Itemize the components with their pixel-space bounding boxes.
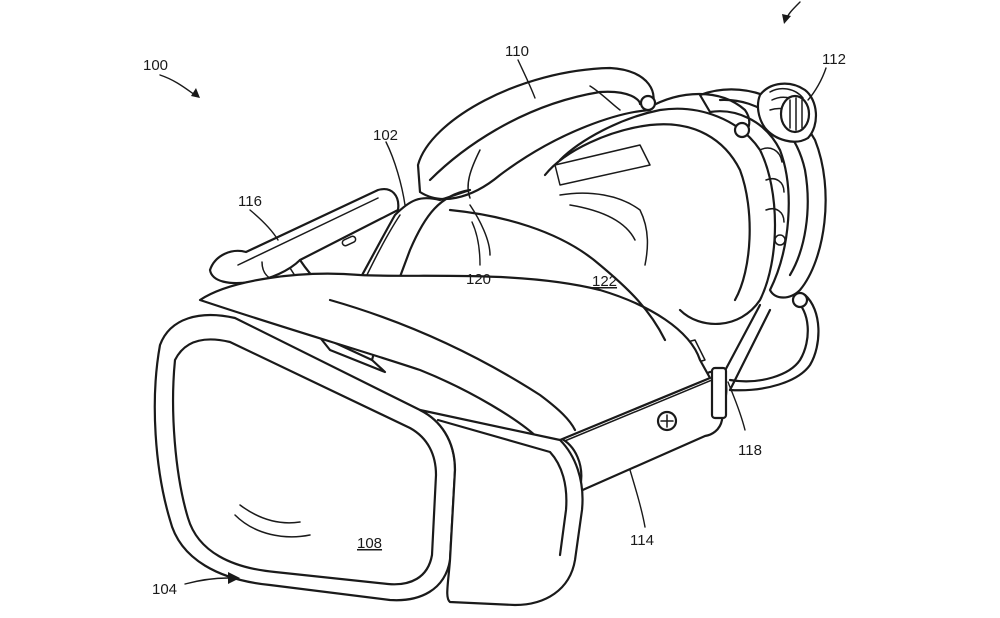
label-100: 100 — [143, 57, 168, 74]
reference-numerals: 100 110 112 102 116 120 122 118 114 108 … — [143, 43, 846, 598]
label-120: 120 — [466, 271, 491, 288]
label-118: 118 — [738, 442, 762, 459]
top-strap — [416, 66, 655, 200]
front-visor — [153, 314, 584, 607]
label-102: 102 — [373, 127, 398, 144]
label-114: 114 — [630, 532, 654, 549]
main-body — [198, 204, 712, 442]
rear-dial-assembly — [639, 82, 827, 299]
label-112: 112 — [822, 51, 846, 68]
label-110: 110 — [505, 43, 529, 60]
label-108: 108 — [357, 535, 382, 552]
label-104: 104 — [152, 581, 177, 598]
label-116: 116 — [238, 193, 262, 210]
label-122: 122 — [592, 273, 617, 290]
side-cable — [718, 291, 820, 392]
leader-lines — [159, 1, 827, 585]
